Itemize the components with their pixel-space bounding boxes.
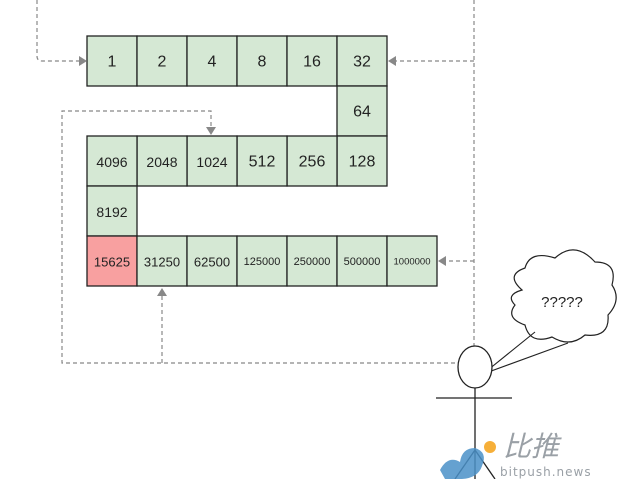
cell-box bbox=[136, 135, 188, 187]
cell-label: 4 bbox=[208, 54, 217, 71]
cell-label: 125000 bbox=[244, 256, 281, 268]
arrowhead bbox=[438, 256, 446, 266]
cell-box bbox=[136, 35, 188, 87]
grid-cell: 125000 bbox=[236, 235, 288, 287]
loop-to-1024 bbox=[61, 110, 455, 364]
cell-box bbox=[336, 35, 388, 87]
cell-box bbox=[236, 235, 288, 287]
grid-cell: 4096 bbox=[86, 135, 138, 187]
grid-cell: 15625 bbox=[86, 235, 138, 287]
thought-cloud: ????? bbox=[510, 249, 617, 343]
cell-box bbox=[236, 135, 288, 187]
cell-label: 2048 bbox=[146, 154, 177, 170]
grid-cell: 2 bbox=[136, 35, 188, 87]
grid-cell: 1 bbox=[86, 35, 138, 87]
grid-cell: 512 bbox=[236, 135, 288, 187]
cell-label: 4096 bbox=[96, 154, 127, 170]
watermark-brand: 比推 bbox=[503, 430, 560, 463]
grid-cell: 256 bbox=[286, 135, 338, 187]
cell-label: 62500 bbox=[194, 255, 230, 270]
bird-logo-icon bbox=[440, 441, 496, 479]
cell-label: 8 bbox=[258, 54, 267, 71]
arrow-to-start bbox=[36, 0, 80, 62]
grid-cell: 250000 bbox=[286, 235, 338, 287]
grid-cell: 4 bbox=[186, 35, 238, 87]
person-head bbox=[457, 345, 493, 389]
cell-label: 15625 bbox=[94, 255, 130, 270]
cell-label: 1000000 bbox=[394, 257, 431, 268]
cell-box bbox=[136, 235, 188, 287]
cell-box bbox=[86, 185, 138, 237]
grid-cell: 128 bbox=[336, 135, 388, 187]
cell-box bbox=[286, 35, 338, 87]
arrowhead bbox=[206, 127, 216, 135]
cell-label: 64 bbox=[353, 104, 371, 121]
cell-label: 1024 bbox=[196, 154, 227, 170]
watermark-url: bitpush.news bbox=[500, 465, 592, 479]
grid-cell: 1000000 bbox=[386, 235, 438, 287]
arrowhead bbox=[388, 56, 396, 66]
stick-figure-person bbox=[436, 345, 512, 479]
cell-label: 256 bbox=[299, 154, 326, 171]
cell-label: 32 bbox=[353, 54, 371, 71]
cell-box bbox=[386, 235, 438, 287]
grid-cell: 31250 bbox=[136, 235, 188, 287]
arrowhead bbox=[79, 56, 87, 66]
grid-cell: 16 bbox=[286, 35, 338, 87]
cell-box bbox=[336, 235, 388, 287]
grid-cell: 8192 bbox=[86, 185, 138, 237]
cell-label: 250000 bbox=[294, 256, 331, 268]
grid-cell: 8 bbox=[236, 35, 288, 87]
cell-label: 128 bbox=[349, 154, 376, 171]
cell-label: 8192 bbox=[96, 204, 127, 220]
cell-label: 1 bbox=[108, 54, 117, 71]
cell-label: 16 bbox=[303, 54, 321, 71]
cell-box bbox=[186, 235, 238, 287]
grid-cell: 32 bbox=[336, 35, 388, 87]
cell-label: 512 bbox=[249, 154, 276, 171]
grid-cell: 62500 bbox=[186, 235, 238, 287]
cell-box bbox=[186, 135, 238, 187]
grid-cell: 64 bbox=[336, 85, 388, 137]
arrowhead bbox=[157, 288, 167, 296]
cell-label: 2 bbox=[158, 54, 167, 71]
cell-box bbox=[186, 35, 238, 87]
grid-cell: 2048 bbox=[136, 135, 188, 187]
cell-box bbox=[286, 235, 338, 287]
cell-label: 500000 bbox=[344, 256, 381, 268]
cell-label: 31250 bbox=[144, 255, 180, 270]
thought-text: ????? bbox=[541, 294, 583, 311]
number-grid: 1 2 4 8 16 32 64 128 256 512 1024 2048 4096 8192 15625… bbox=[86, 35, 438, 287]
grid-cell: 500000 bbox=[336, 235, 388, 287]
grid-cell: 1024 bbox=[186, 135, 238, 187]
